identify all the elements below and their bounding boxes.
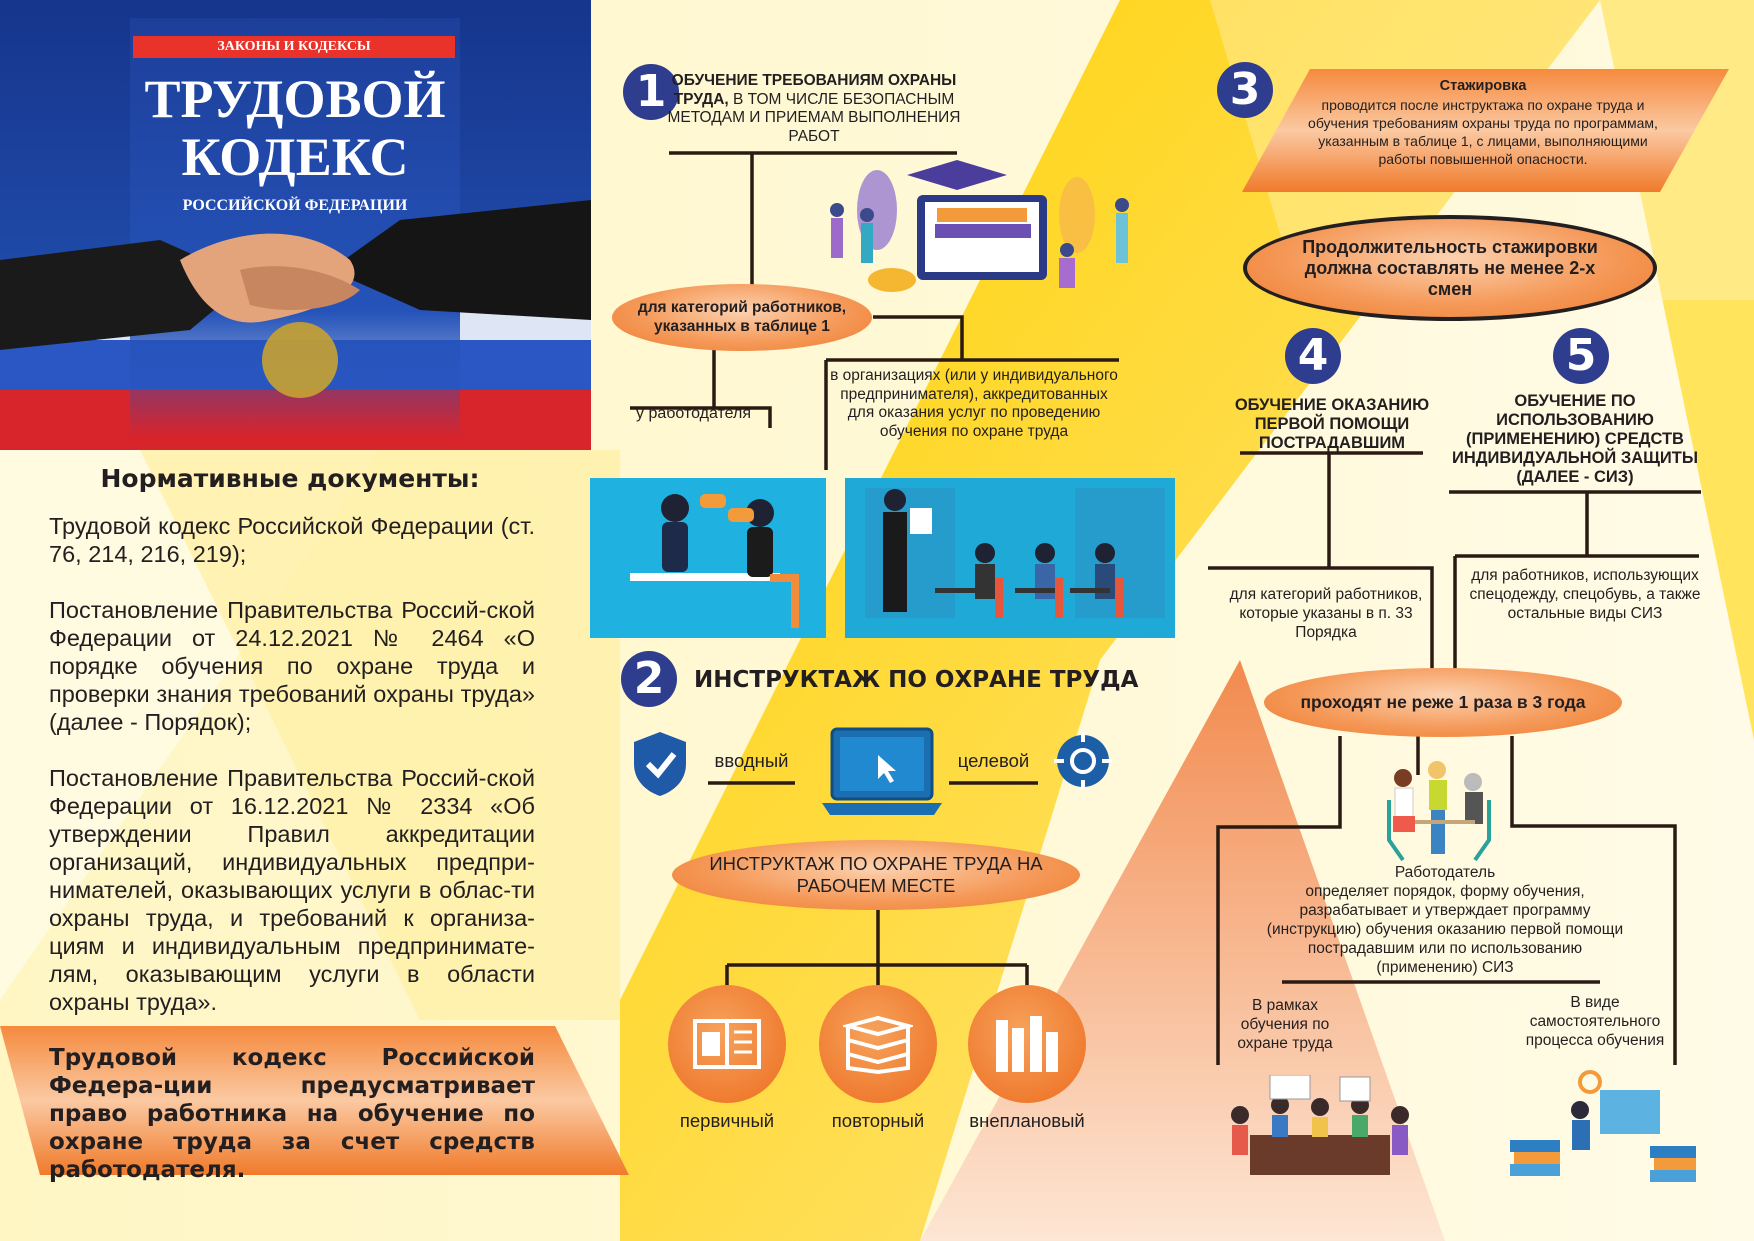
s4-sub: для категорий работников, которые указан…: [1229, 586, 1423, 641]
s1-title-bold: ОБУЧЕНИЕ ТРЕБОВАНИЯМ ОХРАНЫ ТРУДА,: [671, 72, 957, 108]
employer-title: Работодатель: [1394, 864, 1496, 881]
s1-branch-employer: у работодателя: [636, 405, 752, 422]
internship-shape: [1242, 69, 1729, 192]
training-illustration: [830, 160, 1129, 292]
documents-list: Трудовой кодекс Российской Федерации (ст…: [49, 512, 535, 1044]
s2-title: ИНСТРУКТАЖ ПО ОХРАНЕ ТРУДА: [694, 667, 1139, 693]
document-item: Постановление Правительства Россий-ской …: [49, 597, 535, 735]
step-4-badge: 4: [1285, 328, 1341, 384]
group-training-illustration: [1231, 1075, 1409, 1175]
s2-type-intro: вводный: [714, 750, 789, 771]
option-within-training: В рамках обучения по охране труда: [1237, 997, 1333, 1052]
laptop-cursor-icon: [822, 727, 942, 815]
s1-left-branch: [630, 350, 772, 428]
documents-heading: Нормативные документы:: [100, 464, 480, 493]
s5-tree: [1449, 490, 1701, 685]
s1-branch-organizations: в организациях (или у индивидуального пр…: [830, 367, 1118, 440]
s3-title: Стажировка: [1439, 78, 1527, 94]
rights-banner: Трудовой кодекс Российской Федера-ции пр…: [49, 1045, 535, 1183]
book-title-2: КОДЕКС: [181, 127, 409, 187]
book-series: ЗАКОНЫ И КОДЕКСЫ: [133, 36, 455, 58]
s2-type-target: целевой: [957, 750, 1030, 771]
kind-repeat: повторный: [831, 1110, 925, 1131]
s5-sub: для работников, использующих спецодежду,…: [1469, 567, 1701, 622]
step-5-badge: 5: [1553, 328, 1609, 384]
option-standalone: В виде самостоятельного процесса обучени…: [1525, 994, 1665, 1049]
s2-tree: [725, 909, 1029, 990]
book-subtitle: РОССИЙСКОЙ ФЕДЕРАЦИИ: [182, 197, 408, 214]
consultation-photo: [590, 478, 826, 638]
s4-tree: [1208, 451, 1434, 688]
s4-title: ОБУЧЕНИЕ ОКАЗАНИЮ ПЕРВОЙ ПОМОЩИ ПОСТРАДА…: [1234, 396, 1430, 452]
s1-right-branch: [824, 315, 1119, 470]
target-icon: [1054, 732, 1112, 790]
books-stack-icon: [819, 985, 937, 1103]
step-2-badge: 2: [621, 651, 677, 707]
s2-workplace-ellipse: ИНСТРУКТАЖ ПО ОХРАНЕ ТРУДА НА РАБОЧЕМ МЕ…: [672, 840, 1080, 910]
self-study-illustration: [1510, 1070, 1696, 1182]
document-item: Трудовой кодекс Российской Федерации (ст…: [49, 513, 535, 567]
step-1-badge: 1: [623, 64, 679, 120]
s1-title-rest: В ТОМ ЧИСЛЕ БЕЗОПАСНЫМ МЕТОДАМ И ПРИЕМАМ…: [667, 90, 961, 145]
s1-title: ОБУЧЕНИЕ ТРЕБОВАНИЯМ ОХРАНЫ ТРУДА, В ТОМ…: [664, 72, 964, 146]
s5-title: ОБУЧЕНИЕ ПО ИСПОЛЬЗОВАНИЮ (ПРИМЕНЕНИЮ) С…: [1451, 392, 1699, 486]
handshake-illustration: [0, 200, 591, 398]
s3-text: проводится после инструктажа по охране т…: [1308, 97, 1658, 167]
common-tree: [1216, 736, 1677, 1065]
kind-primary: первичный: [679, 1110, 775, 1131]
s1-category-ellipse: для категорий работников, указанных в та…: [612, 284, 872, 351]
employer-text: определяет порядок, форму обучения, разр…: [1266, 883, 1624, 976]
frequency-ellipse: проходят не реже 1 раза в 3 года: [1264, 668, 1622, 737]
classroom-photo: [845, 478, 1175, 638]
book-cover-image: ЗАКОНЫ И КОДЕКСЫ ТРУДОВОЙ КОДЕКС РОССИЙС…: [0, 0, 591, 450]
meeting-illustration: [1387, 761, 1491, 862]
bookshelf-icon: [968, 985, 1086, 1103]
s3-duration-ellipse: Продолжительность стажировки должна сост…: [1243, 215, 1657, 321]
document-item: Постановление Правительства Россий-ской …: [49, 765, 535, 1015]
shield-check-icon: [634, 732, 686, 796]
banner-shape: [0, 1026, 629, 1175]
kind-unscheduled: внеплановый: [969, 1110, 1085, 1131]
s1-title-line: [669, 151, 957, 290]
book-title-1: ТРУДОВОЙ: [144, 69, 446, 129]
open-book-icon: [668, 985, 786, 1103]
step-3-badge: 3: [1217, 62, 1273, 118]
